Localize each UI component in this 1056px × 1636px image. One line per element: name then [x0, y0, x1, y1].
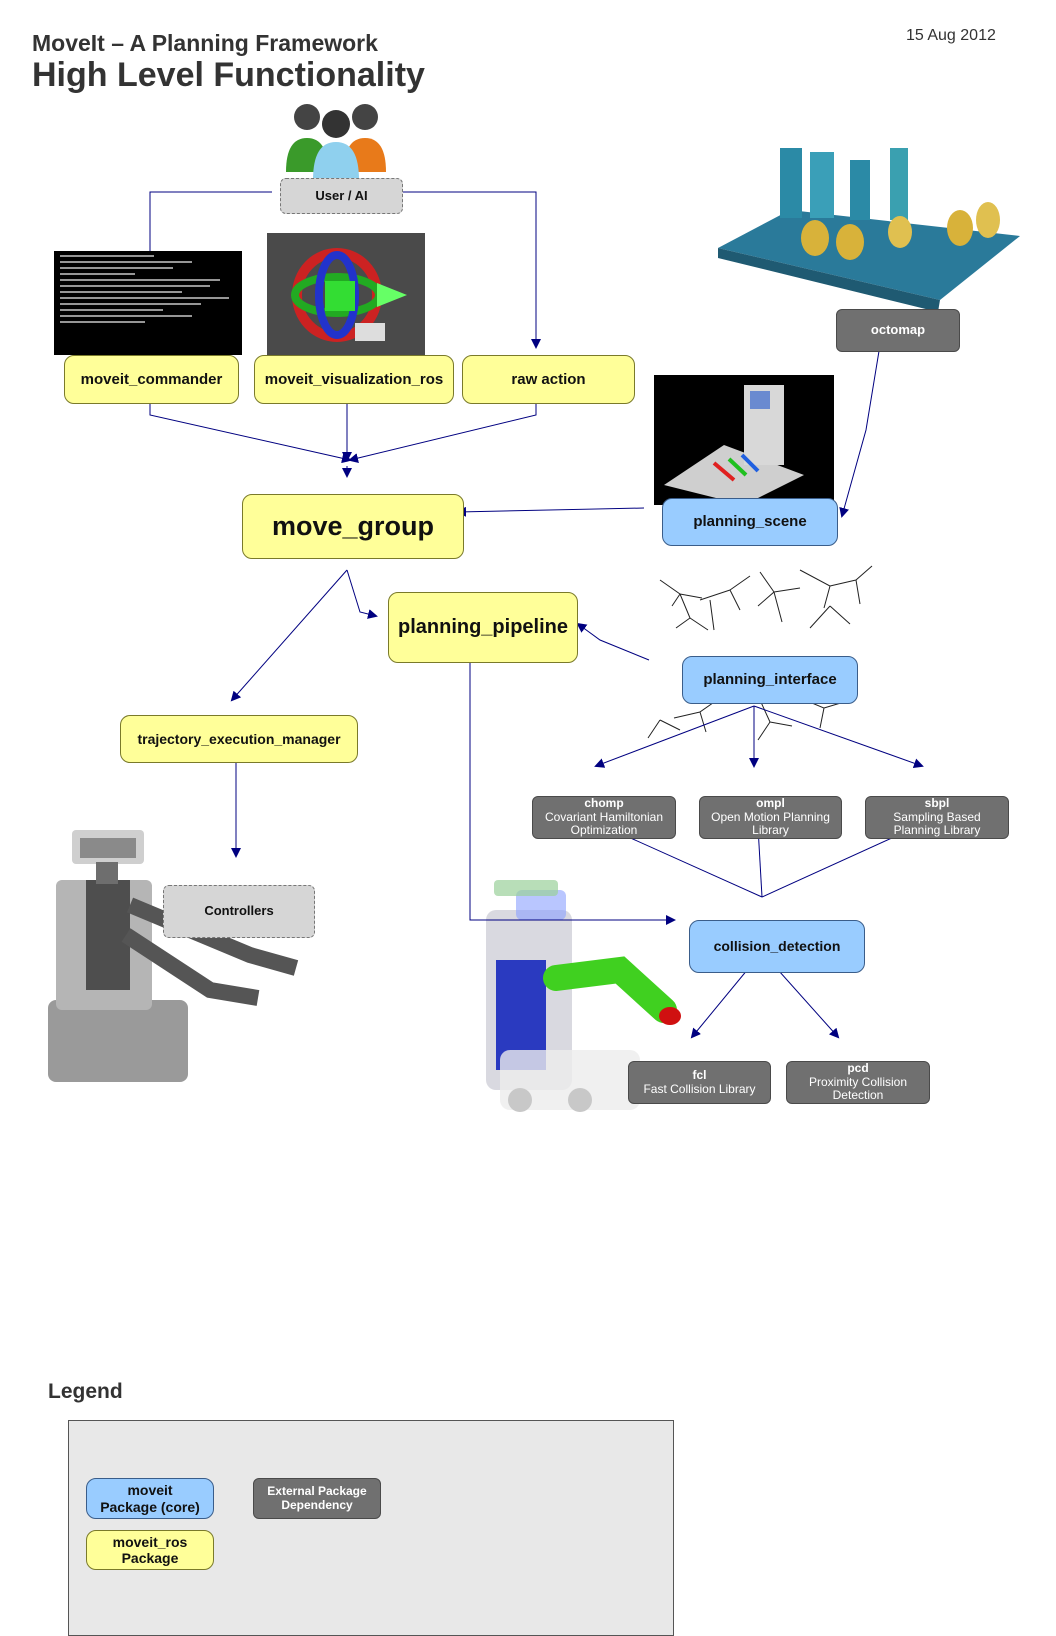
planning-interface-node: planning_interface: [682, 656, 858, 704]
planning-scene-node: planning_scene: [662, 498, 838, 546]
pcd-node: pcd Proximity Collision Detection: [786, 1061, 930, 1104]
chomp-node: chomp Covariant Hamiltonian Optimization: [532, 796, 676, 839]
legend-ros-package: moveit_ros Package: [86, 1530, 214, 1570]
user-ai-label: User / AI: [315, 187, 368, 203]
controllers-label: Controllers: [204, 903, 274, 919]
legend-ext-line2: Dependency: [281, 1497, 353, 1512]
sbpl-desc-line2: Planning Library: [893, 823, 981, 838]
legend-core-line2: Package (core): [100, 1498, 200, 1515]
sbpl-name: sbpl: [924, 795, 950, 810]
user-ai-node: User / AI: [280, 178, 403, 214]
raw-action-node: raw action: [462, 355, 635, 404]
raw-action-label: raw action: [511, 370, 586, 388]
legend-core-line1: moveit: [127, 1482, 173, 1499]
moveit-visualization-ros-node: moveit_visualization_ros: [254, 355, 454, 404]
octomap-render: [718, 148, 1020, 312]
fcl-desc-line1: Fast Collision Library: [643, 1081, 756, 1096]
octomap-node: octomap: [836, 309, 960, 352]
ompl-desc-line1: Open Motion Planning: [711, 809, 830, 824]
diagram-subtitle: MoveIt – A Planning Framework: [32, 30, 378, 56]
ompl-name: ompl: [756, 795, 785, 810]
random-tree-render: [647, 565, 873, 741]
trajectory-execution-manager-label: trajectory_execution_manager: [137, 730, 341, 747]
sbpl-node: sbpl Sampling Based Planning Library: [865, 796, 1009, 839]
pcd-desc-line1: Proximity Collision: [808, 1074, 908, 1089]
legend-ros-line1: moveit_ros: [112, 1533, 188, 1550]
pcd-desc-line2: Detection: [832, 1088, 884, 1103]
collision-detection-node: collision_detection: [689, 920, 865, 973]
ompl-node: ompl Open Motion Planning Library: [699, 796, 842, 839]
chomp-name: chomp: [584, 795, 624, 810]
diagram-title: High Level Functionality: [32, 56, 425, 94]
legend-box: [68, 1420, 674, 1636]
planning-scene-label: planning_scene: [693, 513, 807, 531]
move-group-node: move_group: [242, 494, 464, 559]
planning-scene-render: [654, 375, 834, 505]
terminal-screenshot: [54, 251, 242, 355]
legend-ros-line2: Package: [121, 1550, 179, 1566]
moveit-commander-label: moveit_commander: [80, 370, 223, 388]
moveit-commander-node: moveit_commander: [64, 355, 239, 404]
chomp-desc-line2: Optimization: [570, 823, 638, 838]
fcl-node: fcl Fast Collision Library: [628, 1061, 771, 1104]
ompl-desc-line2: Library: [752, 823, 789, 838]
move-group-label: move_group: [271, 510, 435, 541]
pr2-robot-render: [48, 830, 299, 1082]
planning-pipeline-node: planning_pipeline: [388, 592, 578, 663]
chomp-desc-line1: Covariant Hamiltonian: [544, 809, 664, 824]
moveit-visualization-ros-label: moveit_visualization_ros: [264, 370, 444, 388]
collision-detection-label: collision_detection: [713, 938, 841, 955]
controllers-node: Controllers: [163, 885, 315, 938]
fcl-name: fcl: [692, 1067, 707, 1082]
interactive-marker-render: [267, 233, 425, 357]
legend-title: Legend: [48, 1380, 123, 1403]
pr2-collision-render: [486, 880, 681, 1112]
trajectory-execution-manager-node: trajectory_execution_manager: [120, 715, 358, 763]
legend-external-dependency: External Package Dependency: [253, 1478, 381, 1519]
planning-interface-label: planning_interface: [703, 671, 837, 689]
sbpl-desc-line1: Sampling Based: [893, 809, 981, 824]
legend-ext-line1: External Package: [267, 1483, 367, 1498]
users-icon: [286, 104, 386, 180]
date-label: 15 Aug 2012: [906, 27, 996, 44]
planning-pipeline-label: planning_pipeline: [397, 616, 568, 638]
pcd-name: pcd: [847, 1060, 869, 1075]
octomap-label: octomap: [870, 322, 926, 338]
legend-core-package: moveit Package (core): [86, 1478, 214, 1519]
